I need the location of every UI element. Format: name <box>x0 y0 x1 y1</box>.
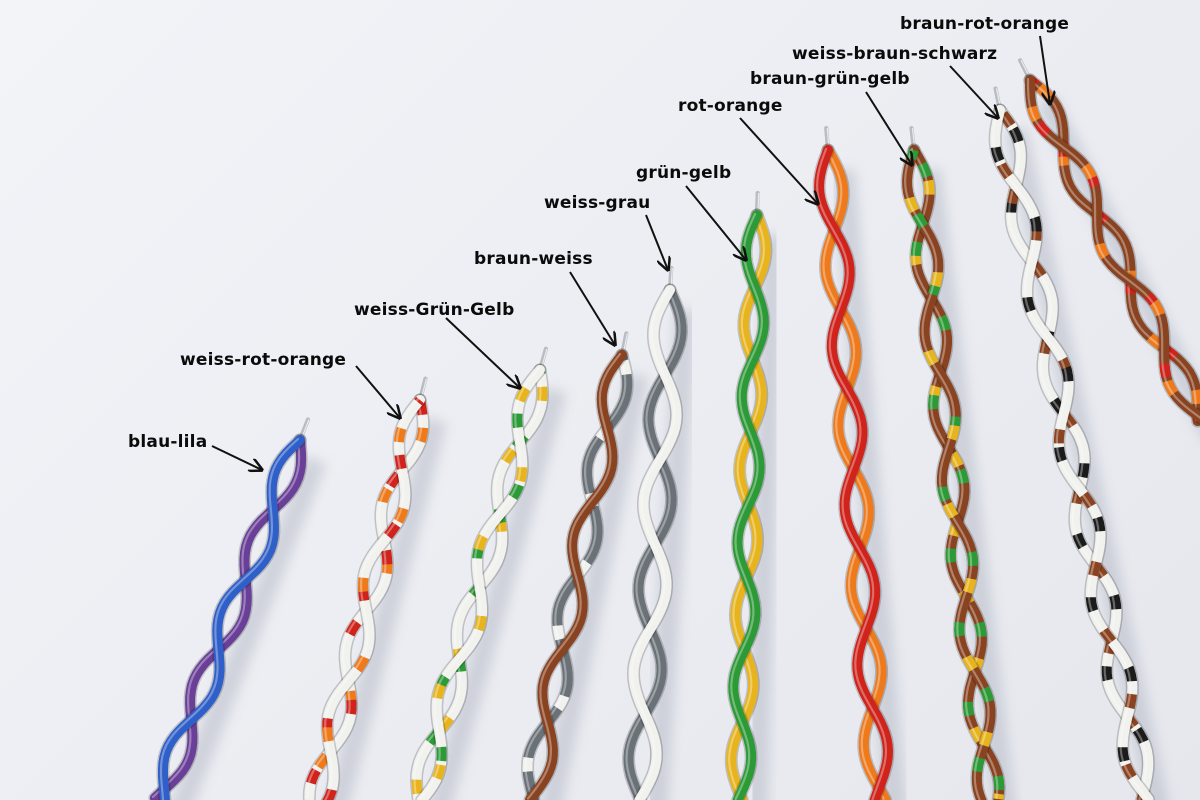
wire-pair-braun-gruen-gelb <box>900 126 1015 800</box>
wire-pair-gruen-gelb <box>724 191 784 800</box>
arrow-blau-lila <box>211 445 262 470</box>
arrow-weiss-braun-schwarz <box>949 65 998 118</box>
wire-pairs <box>148 58 1200 800</box>
wire-pair-rot-orange <box>812 126 906 800</box>
arrow-weiss-gruen-gelb <box>445 317 520 388</box>
label-gruen-gelb: grün-gelb <box>636 163 732 183</box>
wire-pair-weiss-rot-orange <box>302 376 447 800</box>
arrow-rot-orange <box>739 117 818 204</box>
label-braun-weiss: braun-weiss <box>474 249 593 269</box>
wire-pair-weiss-gruen-gelb <box>409 346 567 800</box>
wire-pair-blau-lila <box>148 417 327 800</box>
label-rot-orange: rot-orange <box>678 96 783 116</box>
wire-pair-weiss-grau <box>621 266 697 800</box>
label-weiss-grau: weiss-grau <box>544 193 651 213</box>
arrow-braun-rot-orange <box>1039 35 1050 104</box>
wire-pair-braun-rot-orange <box>1018 58 1200 433</box>
label-weiss-gruen-gelb: weiss-Grün-Gelb <box>354 300 515 320</box>
label-braun-gruen-gelb: braun-grün-gelb <box>750 69 910 89</box>
label-braun-rot-orange: braun-rot-orange <box>900 14 1070 34</box>
label-blau-lila: blau-lila <box>128 432 208 452</box>
arrow-gruen-gelb <box>685 185 746 260</box>
label-arrows <box>211 35 1050 470</box>
label-weiss-braun-schwarz: weiss-braun-schwarz <box>792 44 998 64</box>
arrow-weiss-rot-orange <box>355 365 400 418</box>
wire-pair-braun-weiss <box>520 331 649 800</box>
label-weiss-rot-orange: weiss-rot-orange <box>180 350 347 370</box>
arrow-braun-gruen-gelb <box>865 91 912 165</box>
arrow-weiss-grau <box>645 214 668 270</box>
arrow-braun-weiss <box>569 271 615 345</box>
wire-pair-weiss-braun-schwarz <box>988 86 1169 800</box>
